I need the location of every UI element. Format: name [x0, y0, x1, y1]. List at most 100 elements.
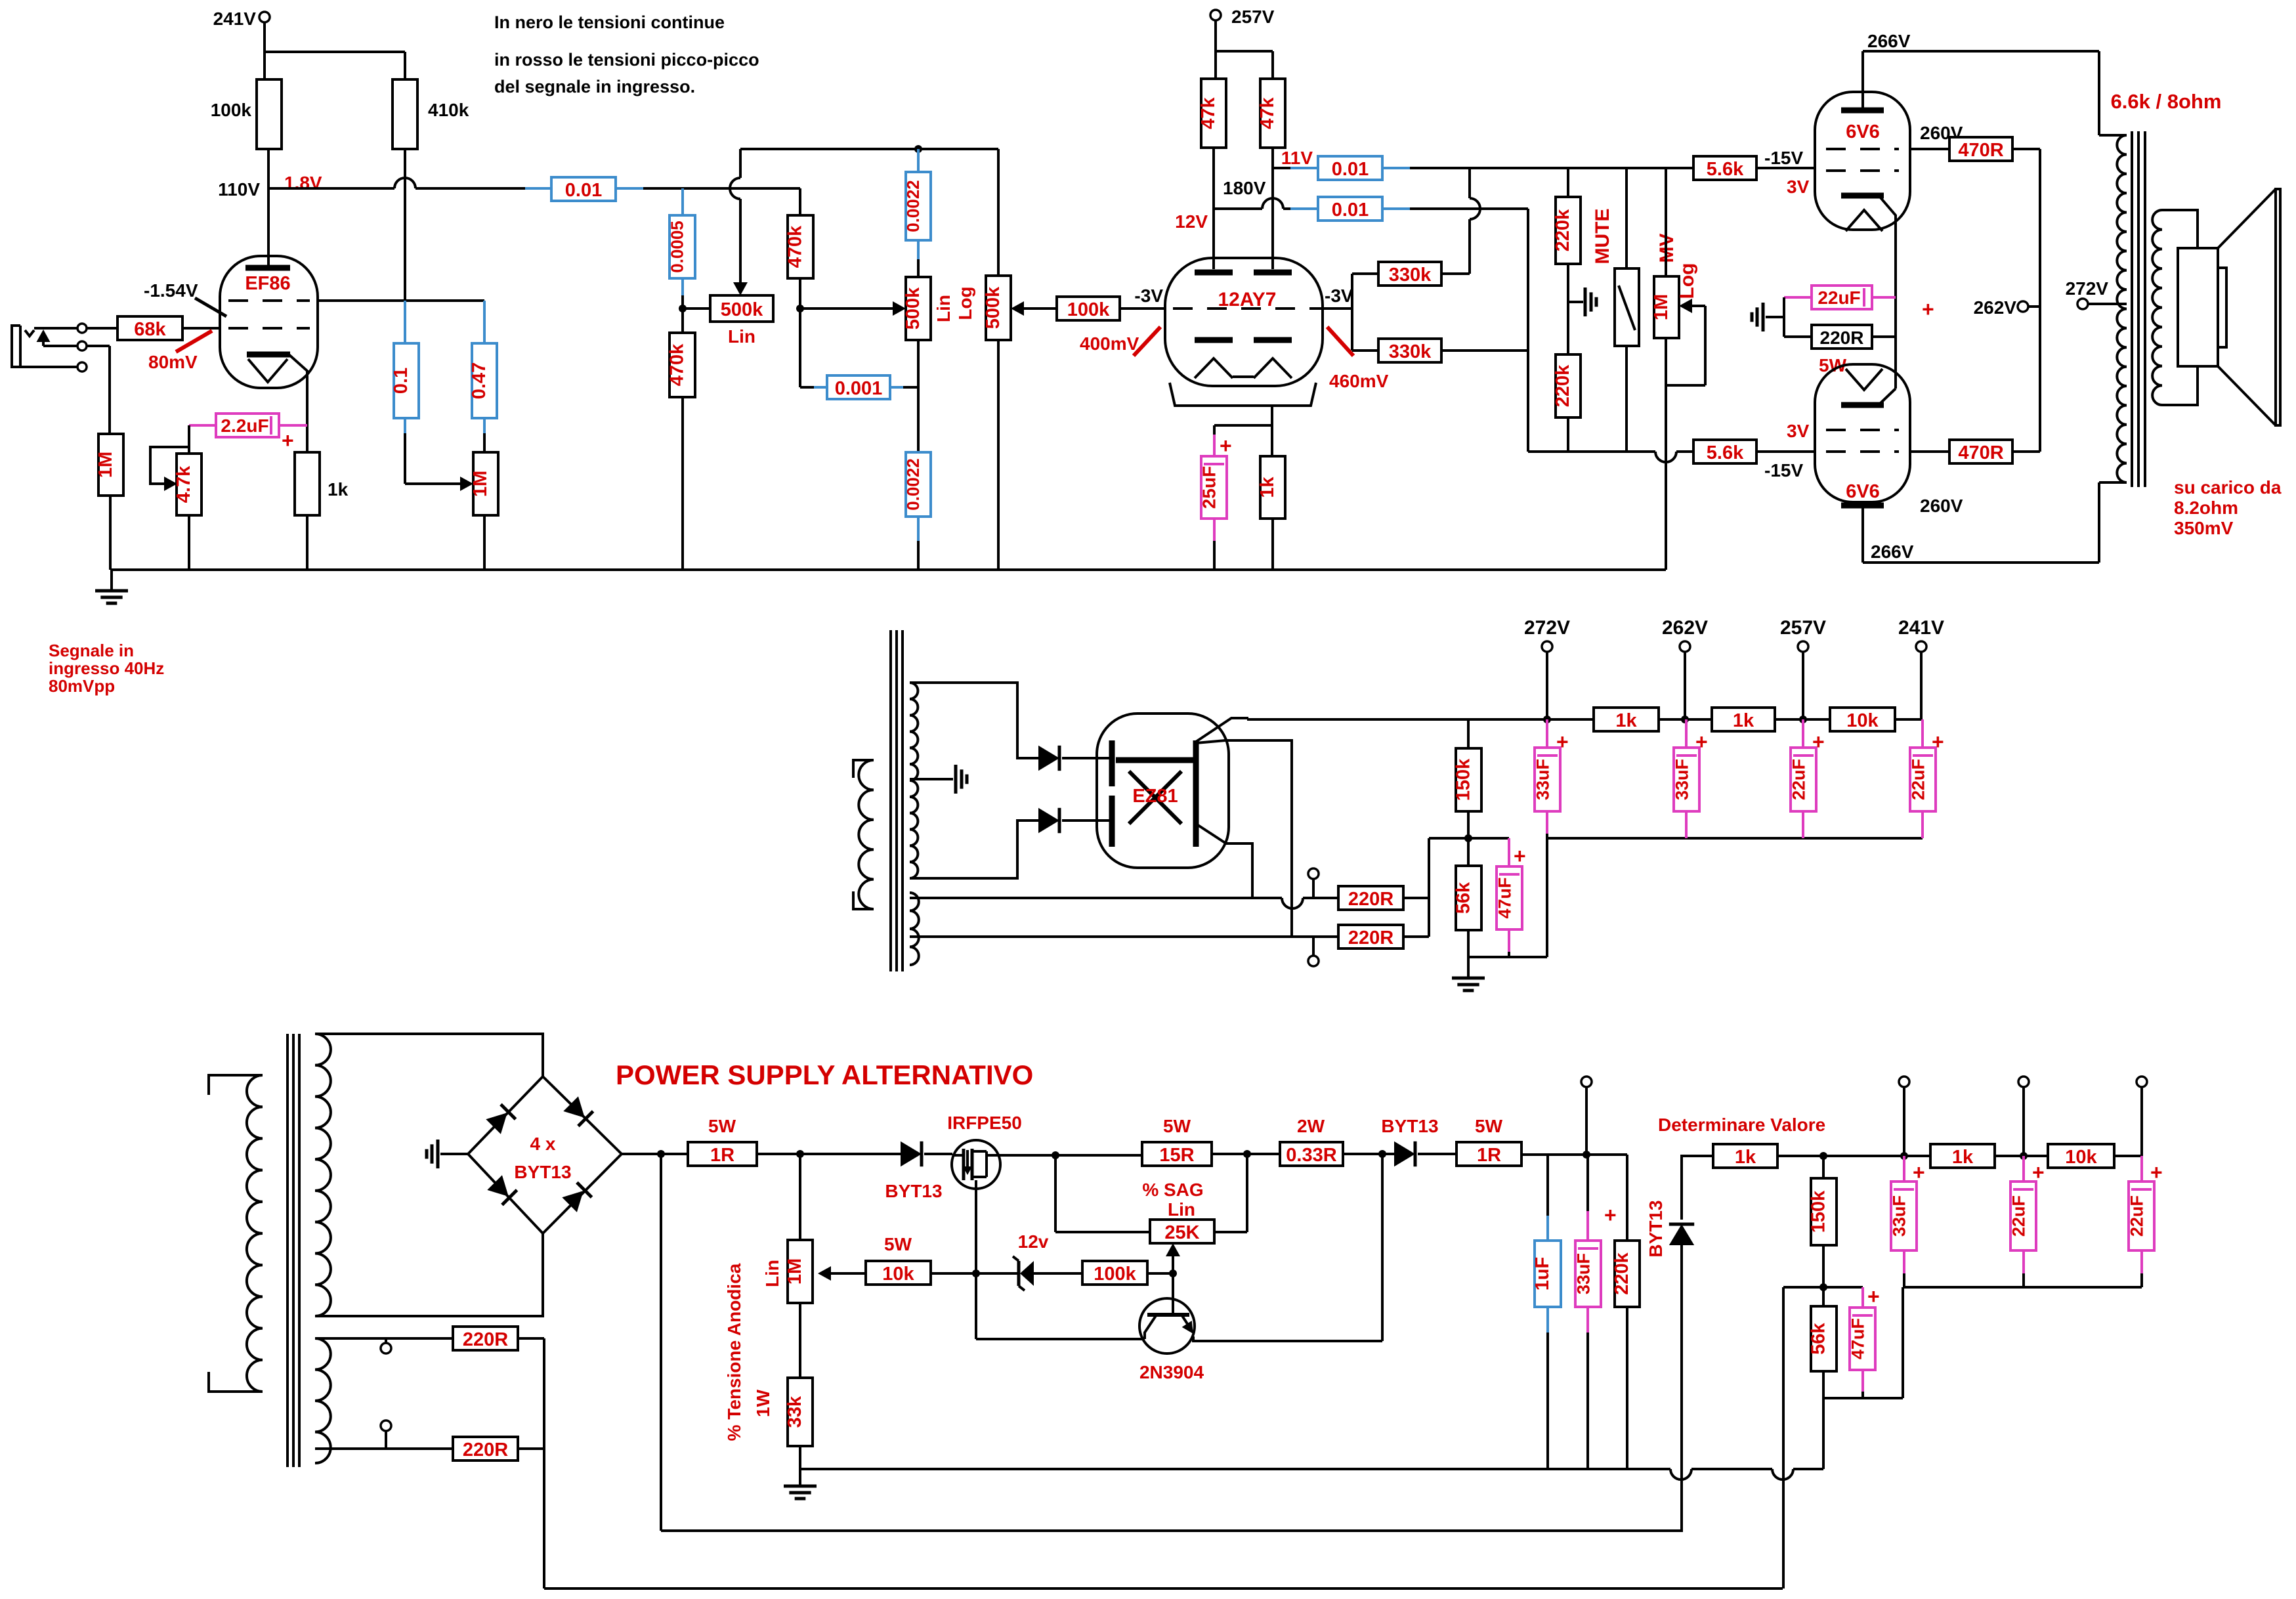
svg-text:272V: 272V: [1524, 617, 1570, 639]
svg-text:5W: 5W: [1163, 1116, 1191, 1136]
svg-text:1R: 1R: [1477, 1145, 1501, 1166]
svg-text:5W: 5W: [708, 1116, 736, 1136]
svg-text:+: +: [282, 429, 294, 452]
svg-text:100k: 100k: [1067, 299, 1110, 320]
svg-text:1k: 1k: [1735, 1147, 1756, 1168]
svg-text:350mV: 350mV: [2174, 518, 2234, 538]
svg-text:22uF: 22uF: [2009, 1195, 2029, 1237]
svg-text:150k: 150k: [1453, 758, 1474, 801]
svg-text:BYT13: BYT13: [1646, 1200, 1666, 1257]
svg-text:1W: 1W: [753, 1389, 773, 1417]
svg-text:2W: 2W: [1297, 1116, 1325, 1136]
svg-text:220k: 220k: [1611, 1252, 1632, 1294]
svg-text:BYT13: BYT13: [514, 1162, 571, 1182]
svg-text:266V: 266V: [1871, 542, 1914, 562]
svg-text:220k: 220k: [1552, 209, 1573, 251]
svg-text:% SAG: % SAG: [1142, 1180, 1203, 1200]
svg-text:56k: 56k: [1453, 882, 1474, 914]
svg-text:1k: 1k: [328, 479, 349, 500]
svg-text:22uF: 22uF: [1909, 759, 1928, 800]
svg-text:0.01: 0.01: [565, 180, 602, 201]
svg-text:470k: 470k: [785, 225, 806, 268]
svg-text:0.33R: 0.33R: [1286, 1145, 1336, 1166]
svg-text:ingresso 40Hz: ingresso 40Hz: [49, 658, 164, 678]
svg-text:EZ81: EZ81: [1132, 786, 1178, 807]
svg-text:10k: 10k: [1846, 710, 1879, 731]
svg-text:22uF: 22uF: [2127, 1195, 2147, 1237]
svg-text:100k: 100k: [1094, 1264, 1136, 1285]
svg-text:100k: 100k: [211, 100, 252, 120]
svg-text:+: +: [1604, 1203, 1617, 1227]
svg-text:1k: 1k: [1952, 1147, 1974, 1168]
svg-text:47uF: 47uF: [1495, 877, 1515, 918]
svg-text:Log: Log: [955, 286, 975, 320]
svg-text:+: +: [1913, 1161, 1925, 1184]
svg-text:-3V: -3V: [1325, 286, 1353, 306]
svg-text:241V: 241V: [213, 9, 257, 29]
svg-text:Segnale in: Segnale in: [49, 641, 134, 660]
svg-text:Lin: Lin: [1168, 1199, 1195, 1220]
svg-text:220k: 220k: [1552, 364, 1573, 407]
svg-text:6.6k / 8ohm: 6.6k / 8ohm: [2111, 90, 2222, 113]
svg-text:25K: 25K: [1164, 1222, 1199, 1243]
svg-text:56k: 56k: [1808, 1322, 1829, 1354]
svg-text:+: +: [1695, 730, 1708, 754]
svg-text:-15V: -15V: [1764, 460, 1803, 480]
svg-text:470R: 470R: [1958, 442, 2003, 463]
svg-text:0.0022: 0.0022: [903, 458, 923, 511]
svg-text:262V: 262V: [1662, 617, 1708, 639]
svg-text:1k: 1k: [1733, 710, 1754, 731]
svg-text:0.47: 0.47: [469, 362, 490, 399]
svg-text:2N3904: 2N3904: [1139, 1362, 1204, 1382]
svg-text:11V: 11V: [1281, 148, 1313, 168]
svg-text:220R: 220R: [1348, 889, 1393, 910]
svg-text:0.001: 0.001: [835, 378, 883, 399]
svg-text:330k: 330k: [1389, 265, 1432, 286]
svg-text:+: +: [1932, 730, 1944, 754]
svg-text:470k: 470k: [667, 343, 688, 386]
svg-text:BYT13: BYT13: [1381, 1116, 1438, 1136]
svg-text:0.0022: 0.0022: [903, 180, 923, 232]
svg-text:+: +: [1812, 730, 1825, 754]
svg-text:241V: 241V: [1898, 617, 1944, 639]
svg-text:220R: 220R: [463, 1439, 508, 1460]
svg-text:10k: 10k: [2065, 1147, 2097, 1168]
svg-text:12AY7: 12AY7: [1218, 289, 1277, 310]
svg-text:3V: 3V: [1787, 177, 1810, 197]
svg-text:2.2uF: 2.2uF: [221, 416, 268, 436]
svg-text:262V: 262V: [1974, 297, 2017, 318]
svg-text:+: +: [2150, 1161, 2163, 1184]
svg-text:EF86: EF86: [245, 273, 290, 294]
svg-text:+: +: [2032, 1161, 2045, 1184]
svg-text:33uF: 33uF: [1533, 759, 1553, 800]
svg-text:12V: 12V: [1175, 211, 1208, 232]
svg-text:10k: 10k: [882, 1264, 914, 1285]
svg-text:Lin: Lin: [762, 1260, 782, 1287]
svg-text:su carico da: su carico da: [2174, 477, 2282, 498]
svg-text:220R: 220R: [1820, 328, 1864, 348]
svg-text:33uF: 33uF: [1890, 1195, 1909, 1237]
svg-text:IRFPE50: IRFPE50: [947, 1113, 1022, 1133]
svg-text:6V6: 6V6: [1846, 481, 1880, 502]
svg-text:Lin: Lin: [728, 326, 755, 347]
svg-text:5.6k: 5.6k: [1707, 159, 1744, 180]
svg-text:330k: 330k: [1389, 341, 1432, 362]
svg-text:500k: 500k: [721, 299, 763, 320]
svg-text:+: +: [1556, 730, 1569, 754]
svg-text:1M: 1M: [470, 471, 491, 497]
svg-text:+: +: [1220, 434, 1232, 458]
svg-text:In nero le tensioni continue: In nero le tensioni continue: [494, 12, 725, 32]
svg-text:220R: 220R: [463, 1329, 508, 1350]
svg-text:22uF: 22uF: [1789, 759, 1809, 800]
svg-text:260V: 260V: [1920, 496, 1963, 516]
svg-text:+: +: [1867, 1285, 1880, 1308]
svg-text:-3V: -3V: [1134, 286, 1163, 306]
svg-text:+: +: [1922, 297, 1934, 321]
svg-text:500k: 500k: [903, 287, 924, 330]
svg-text:Determinare Valore: Determinare Valore: [1658, 1115, 1825, 1135]
svg-text:4 x: 4 x: [530, 1134, 556, 1154]
svg-text:MUTE: MUTE: [1592, 209, 1613, 265]
svg-text:0.1: 0.1: [391, 368, 412, 394]
svg-text:1R: 1R: [710, 1145, 734, 1166]
svg-text:180V: 180V: [1223, 178, 1266, 198]
